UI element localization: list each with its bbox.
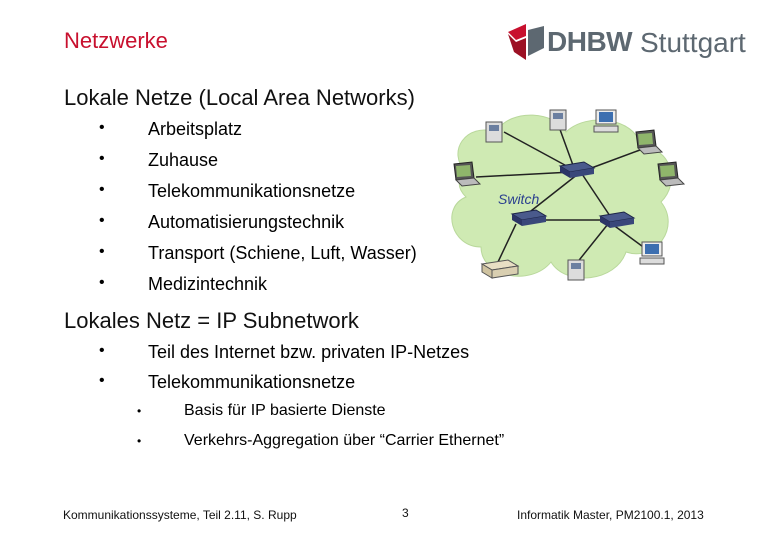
desktop-computer-icon bbox=[639, 241, 665, 265]
dhbw-logo: DHBW Stuttgart bbox=[502, 22, 746, 62]
switch-icon bbox=[510, 209, 548, 226]
network-diagram: Switch bbox=[451, 109, 686, 281]
bullet: • bbox=[99, 342, 105, 359]
dhbw-logo-mark-icon bbox=[508, 24, 544, 60]
list-item: Telekommunikationsnetze bbox=[148, 372, 356, 392]
sub-list-item: Basis für IP basierte Dienste bbox=[184, 402, 386, 419]
list-item: Telekommunikationsnetze bbox=[148, 181, 356, 201]
switch-icon bbox=[558, 161, 596, 178]
bullet: • bbox=[99, 243, 105, 260]
bullet: • bbox=[99, 181, 105, 198]
list-item: Arbeitsplatz bbox=[148, 119, 243, 139]
bullet: • bbox=[99, 212, 105, 229]
logo-brand: DHBW bbox=[547, 26, 633, 57]
logo-city: Stuttgart bbox=[640, 27, 746, 58]
section-heading-lan: Lokale Netze (Local Area Networks) bbox=[64, 85, 415, 110]
desktop-computer-icon bbox=[549, 109, 567, 131]
printer-icon bbox=[480, 259, 520, 279]
bullet: • bbox=[99, 274, 105, 291]
desktop-computer-icon bbox=[593, 109, 619, 133]
desktop-computer-icon bbox=[485, 121, 503, 143]
laptop-icon bbox=[453, 161, 482, 187]
list-item: Teil des Internet bzw. privaten IP-Netze… bbox=[148, 342, 470, 362]
sub-bullet: • bbox=[137, 404, 142, 418]
laptop-icon bbox=[657, 161, 686, 187]
bullet: • bbox=[99, 150, 105, 167]
switch-label: Switch bbox=[498, 191, 539, 207]
footer-left: Kommunikationssysteme, Teil 2.11, S. Rup… bbox=[63, 508, 297, 522]
footer-right: Informatik Master, PM2100.1, 2013 bbox=[517, 508, 704, 522]
desktop-computer-icon bbox=[567, 259, 585, 281]
list-item: Transport (Schiene, Luft, Wasser) bbox=[148, 243, 417, 263]
sub-list-item: Verkehrs-Aggregation über “Carrier Ether… bbox=[184, 432, 505, 449]
list-item: Automatisierungstechnik bbox=[148, 212, 345, 232]
bullet: • bbox=[99, 372, 105, 389]
footer-page-number: 3 bbox=[402, 506, 409, 520]
sub-bullet: • bbox=[137, 434, 142, 448]
bullet: • bbox=[99, 119, 105, 136]
laptop-icon bbox=[635, 129, 664, 155]
network-cloud bbox=[451, 114, 672, 279]
switch-icon bbox=[598, 211, 636, 228]
section-heading-subnetwork: Lokales Netz = IP Subnetwork bbox=[64, 308, 359, 333]
page-title: Netzwerke bbox=[64, 28, 168, 53]
list-item: Zuhause bbox=[148, 150, 219, 170]
list-item: Medizintechnik bbox=[148, 274, 268, 294]
